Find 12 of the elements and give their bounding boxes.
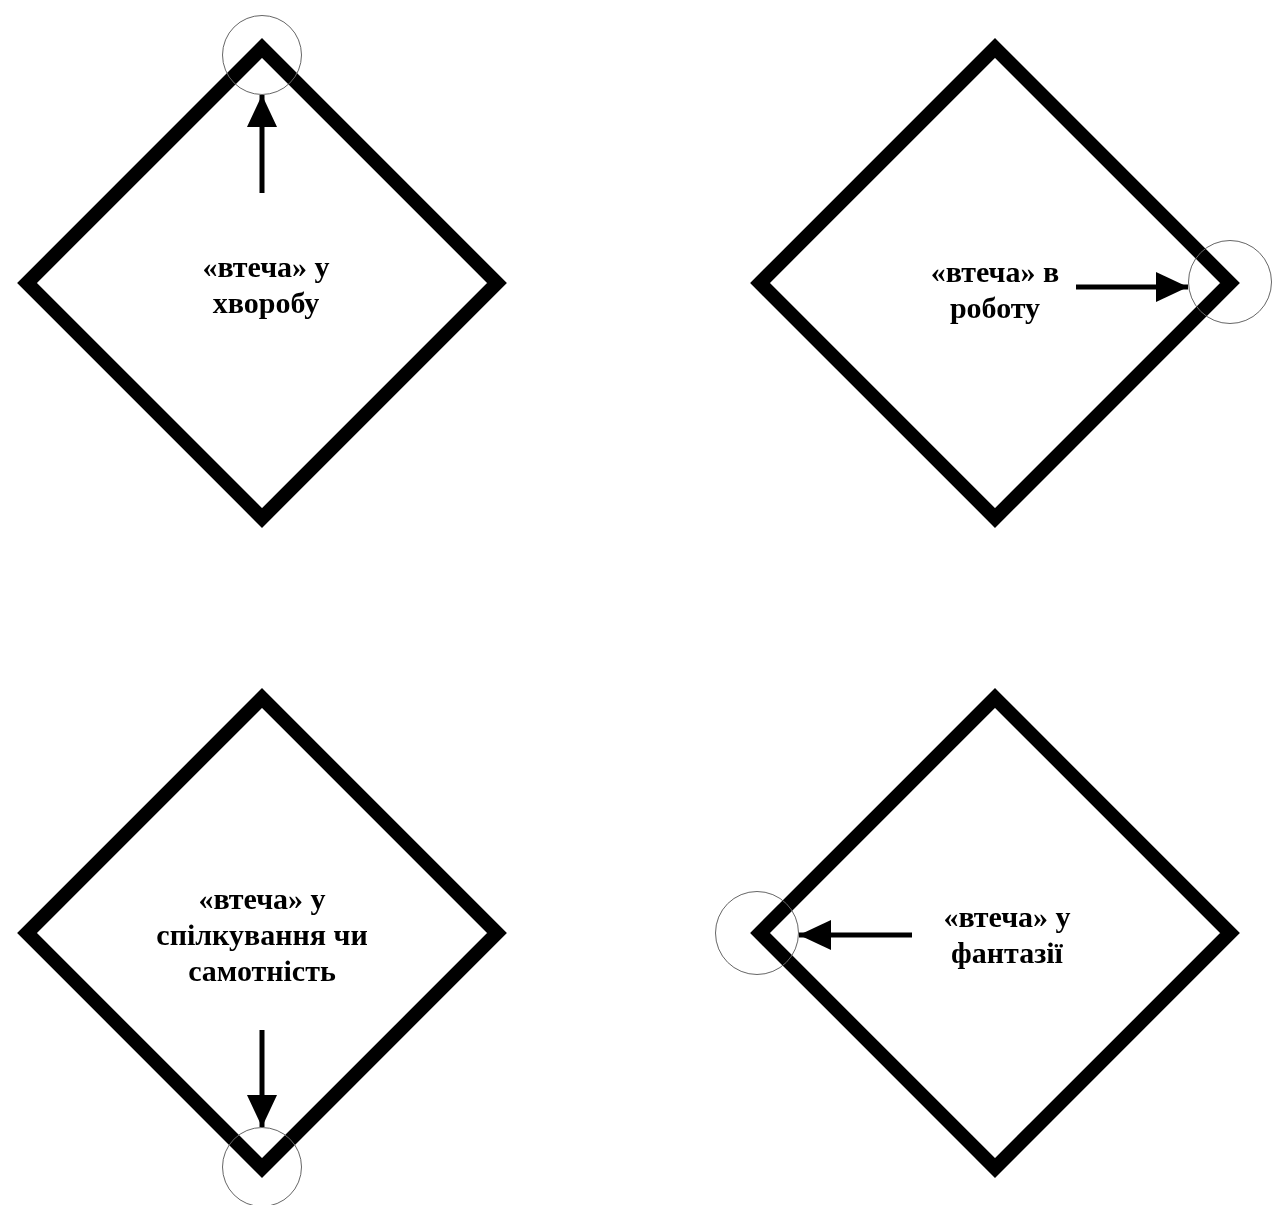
arrow — [247, 1030, 277, 1127]
arrow — [1076, 272, 1188, 302]
diamond-shape — [753, 691, 1237, 1175]
diamond-label: «втеча» у спілкування чи самотність — [155, 881, 369, 989]
diamond-shape — [753, 41, 1237, 525]
diamond-label: «втеча» у хворобу — [201, 249, 331, 321]
diamond-shape — [20, 41, 504, 525]
diamond-label: «втеча» у фантазії — [942, 899, 1072, 971]
diamond-label: «втеча» в роботу — [929, 254, 1061, 326]
arrow — [799, 920, 912, 950]
arrow — [247, 95, 277, 193]
diamond-shape — [20, 691, 504, 1175]
